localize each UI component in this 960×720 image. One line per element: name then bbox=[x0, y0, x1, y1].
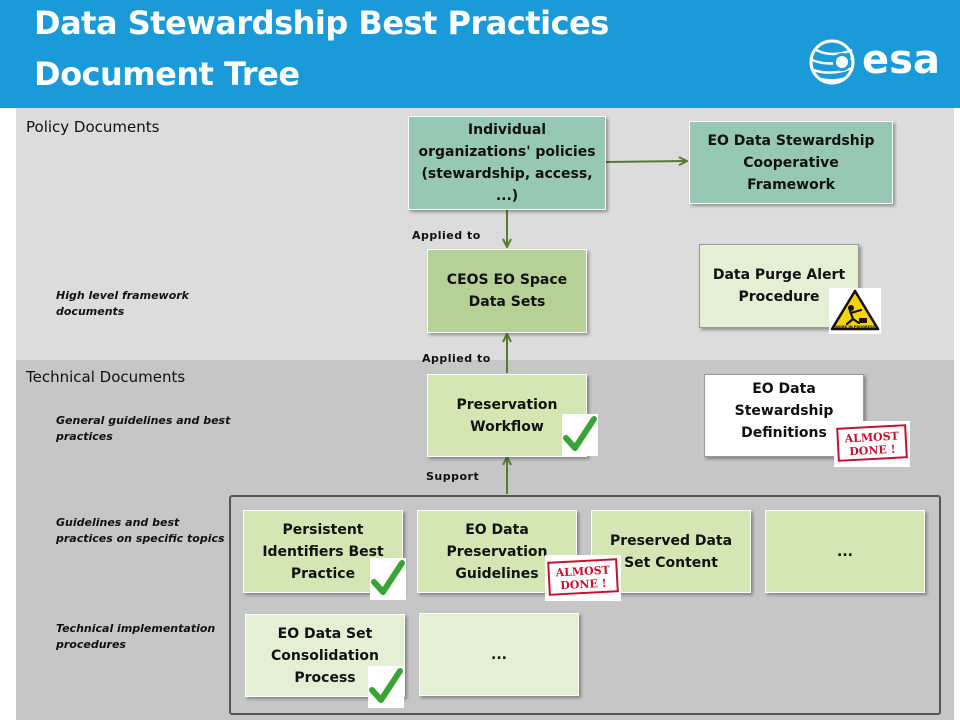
policy-documents-label: Policy Documents bbox=[26, 118, 160, 136]
box-cooperative-framework-text: EO Data Stewardship Cooperative Framewor… bbox=[707, 132, 875, 193]
almost-done-stamp-icon: ALMOST DONE ! bbox=[545, 555, 621, 601]
technical-documents-label: Technical Documents bbox=[26, 368, 186, 386]
svg-text:ALMOST: ALMOST bbox=[843, 430, 900, 446]
esa-logo-text: esa bbox=[862, 37, 940, 83]
box-more-specific-topics[interactable]: ... bbox=[765, 510, 925, 593]
svg-text:DONE !: DONE ! bbox=[560, 577, 607, 592]
box-more-specific-topics-text: ... bbox=[837, 543, 853, 560]
page-title-line-2: Document Tree bbox=[34, 55, 300, 93]
page-title-line-1: Data Stewardship Best Practices bbox=[34, 4, 609, 42]
box-preservation-workflow-text: Preservation Workflow bbox=[456, 396, 558, 435]
box-eo-data-preservation-guidelines[interactable]: EO Data Preservation Guidelines bbox=[417, 510, 577, 593]
box-preservation-workflow[interactable]: Preservation Workflow bbox=[427, 374, 587, 457]
done-check-icon bbox=[368, 666, 404, 708]
box-more-implementation-procedures[interactable]: ... bbox=[419, 613, 579, 696]
box-more-implementation-procedures-text: ... bbox=[491, 646, 507, 663]
box-persistent-identifiers-text: Persistent Identifiers Best Practice bbox=[262, 521, 384, 582]
box-data-purge-alert-procedure-text: Data Purge Alert Procedure bbox=[712, 267, 846, 305]
svg-text:WORK IN PROGRESS: WORK IN PROGRESS bbox=[835, 325, 875, 329]
box-preservation-guidelines-text: EO Data Preservation Guidelines bbox=[446, 521, 548, 582]
arrow-label-applied-to-upper: Applied to bbox=[412, 229, 481, 242]
svg-text:ALMOST: ALMOST bbox=[554, 564, 611, 580]
box-consolidation-process-text: EO Data Set Consolidation Process bbox=[271, 625, 379, 686]
box-preserved-data-set-content-text: Preserved Data Set Content bbox=[609, 532, 733, 571]
done-check-icon bbox=[562, 414, 598, 456]
box-stewardship-definitions-text: EO Data Stewardship Definitions bbox=[734, 380, 834, 441]
level-label-high-level: High level framework documents bbox=[56, 289, 189, 318]
level-label-general: General guidelines and best practices bbox=[56, 414, 231, 443]
header-banner: Data Stewardship Best Practices Document… bbox=[0, 0, 960, 108]
esa-logo: esa bbox=[808, 36, 940, 88]
box-ceos-eo-space-data-sets-text: CEOS EO Space Data Sets bbox=[446, 272, 568, 310]
done-check-icon bbox=[370, 558, 406, 600]
arrow-label-support: Support bbox=[426, 470, 480, 483]
box-individual-organizations-policies[interactable]: Individual organizations' policies (stew… bbox=[408, 116, 606, 210]
arrow-individual-to-framework bbox=[605, 161, 686, 162]
level-label-specific-topics: Guidelines and best practices on specifi… bbox=[56, 516, 225, 545]
specific-topics-group-frame bbox=[229, 495, 941, 715]
box-eo-data-stewardship-cooperative-framework[interactable]: EO Data Stewardship Cooperative Framewor… bbox=[689, 121, 893, 204]
box-individual-organizations-policies-text: Individual organizations' policies (stew… bbox=[418, 122, 596, 204]
level-label-implementation: Technical implementation procedures bbox=[56, 622, 216, 651]
work-in-progress-icon: WORK IN PROGRESS bbox=[829, 288, 881, 334]
esa-globe-icon bbox=[809, 39, 855, 85]
almost-done-stamp-icon: ALMOST DONE ! bbox=[834, 421, 910, 467]
arrow-label-applied-to-lower: Applied to bbox=[422, 352, 491, 365]
box-ceos-eo-space-data-sets[interactable]: CEOS EO Space Data Sets bbox=[427, 249, 587, 333]
svg-text:DONE !: DONE ! bbox=[849, 443, 896, 458]
